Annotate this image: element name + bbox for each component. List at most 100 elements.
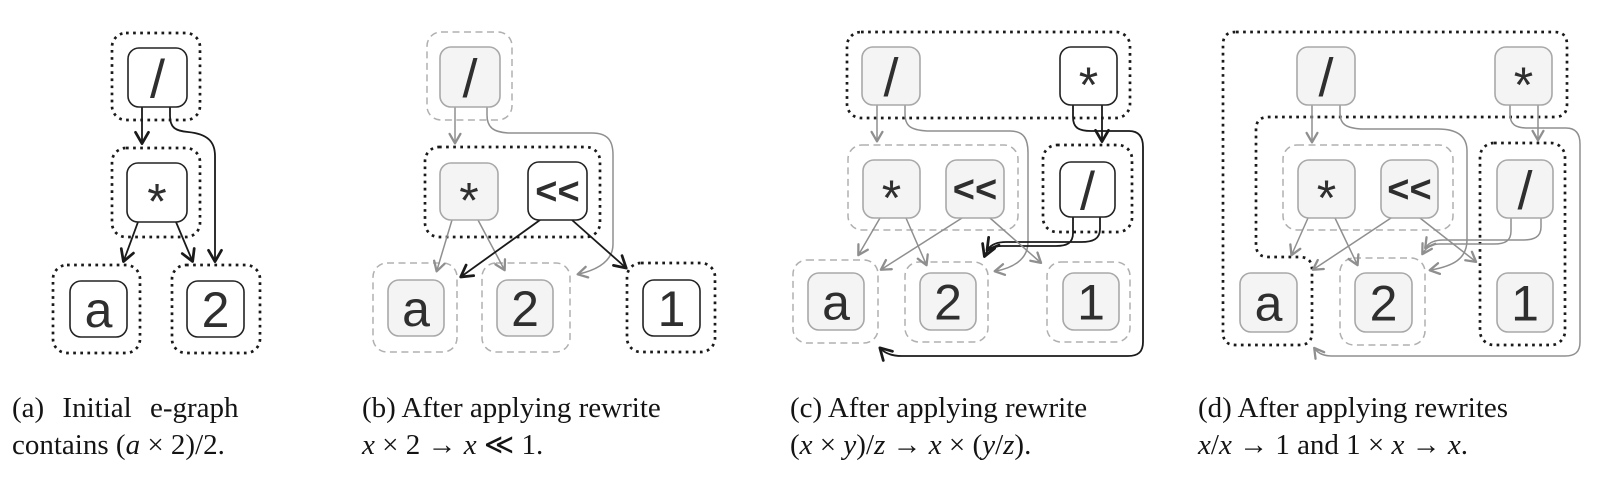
eclass-box xyxy=(845,30,1132,120)
enode-box xyxy=(807,272,865,331)
enode-box xyxy=(1496,272,1554,333)
enode-label: * xyxy=(1079,57,1098,113)
math-var: x xyxy=(463,429,477,461)
caption-text: ). xyxy=(1014,429,1032,461)
caption-text: × ( xyxy=(941,429,983,461)
caption-text: → 1 and 1 × xyxy=(1231,429,1392,461)
enode-box xyxy=(126,162,188,223)
enode-box xyxy=(69,280,128,338)
math-var: y xyxy=(982,429,996,461)
enode-label: 1 xyxy=(658,281,686,337)
eclass-box xyxy=(110,146,202,239)
eclass-box xyxy=(1046,261,1131,343)
enode-box xyxy=(1059,46,1118,106)
edge-arrow xyxy=(989,217,1043,265)
eclass-box xyxy=(1282,144,1454,231)
eclass-box xyxy=(625,261,717,354)
enode-label: * xyxy=(882,170,901,226)
caption-text: (d) After applying rewrites xyxy=(1198,392,1509,424)
edge-arrow xyxy=(879,217,963,271)
caption-text: contains ( xyxy=(12,429,126,461)
enode-label: 2 xyxy=(202,282,230,338)
caption-text: ≪ 1. xyxy=(476,429,544,461)
enode-box xyxy=(1239,272,1298,333)
edge-arrow xyxy=(459,219,541,279)
math-var: y xyxy=(843,429,857,461)
caption-c-line-1: (c) After applying rewrite xyxy=(790,390,1200,427)
edge-arrow xyxy=(477,219,507,272)
enode-label: a xyxy=(85,282,113,338)
caption-text: (a) Initial e-graph xyxy=(12,392,239,424)
eclass-box xyxy=(904,261,989,343)
enode-box xyxy=(186,280,245,338)
edge-arrow xyxy=(904,105,1029,276)
enode-box xyxy=(861,46,921,106)
enode-box xyxy=(496,279,554,337)
enode-box xyxy=(439,46,501,108)
enode-box xyxy=(1496,159,1554,219)
enode-box xyxy=(945,159,1005,219)
caption-c-line-2: (x × y)/z → x × (y/z). xyxy=(790,427,1200,464)
eclass-box xyxy=(1339,257,1426,346)
caption-text: . xyxy=(1460,429,1469,461)
caption-c: (c) After applying rewrite(x × y)/z → x … xyxy=(790,390,1200,464)
enode-box xyxy=(1062,272,1120,331)
caption-text: (b) After applying rewrite xyxy=(362,392,661,424)
enode-box xyxy=(439,162,499,221)
enode-box xyxy=(527,161,588,221)
edge-arrow xyxy=(1424,218,1542,250)
caption-text: × 2)/2. xyxy=(140,429,225,461)
caption-text: → xyxy=(1404,429,1448,461)
eclass-box xyxy=(847,144,1019,231)
enode-box xyxy=(642,279,701,337)
enode-label: / xyxy=(1517,161,1532,221)
enode-label: / xyxy=(1318,48,1333,108)
caption-text: × 2 → xyxy=(374,429,464,461)
enode-label: 1 xyxy=(1511,276,1539,332)
eclass-box xyxy=(792,259,879,344)
caption-b-line-2: x × 2 → x ≪ 1. xyxy=(362,427,732,464)
edge-arrow xyxy=(119,221,139,263)
enode-label: / xyxy=(150,50,165,110)
eclass-box xyxy=(110,31,202,122)
enode-box xyxy=(1494,46,1553,106)
edge-arrow xyxy=(169,107,223,263)
edge-arrow xyxy=(985,217,1101,252)
eclass-box xyxy=(170,263,262,355)
edge-arrow xyxy=(857,217,881,257)
edge-arrow xyxy=(905,217,929,267)
math-var: z xyxy=(874,429,886,461)
eclass-box xyxy=(423,145,602,239)
enode-label: / xyxy=(1080,162,1095,222)
edge-arrow xyxy=(1339,105,1468,276)
math-var: z xyxy=(1003,429,1015,461)
eclass-box xyxy=(372,262,458,353)
enode-box xyxy=(862,159,921,219)
edge-arrow xyxy=(433,219,453,273)
caption-d-line-2: x/x → 1 and 1 × x → x. xyxy=(1198,427,1605,464)
enode-label: / xyxy=(462,49,477,109)
eclass-box xyxy=(1221,30,1569,347)
math-var: x xyxy=(1447,429,1461,461)
enode-label: << xyxy=(1387,169,1431,211)
math-var: x xyxy=(928,429,942,461)
eclass-box xyxy=(51,263,142,355)
enode-box xyxy=(127,47,188,108)
caption-text: ( xyxy=(790,429,800,461)
enode-box xyxy=(1297,159,1356,219)
enode-label: * xyxy=(1317,170,1336,226)
caption-a-line-2: contains (a × 2)/2. xyxy=(12,427,342,464)
caption-text: (c) After applying rewrite xyxy=(790,392,1088,424)
enode-label: a xyxy=(822,275,850,331)
